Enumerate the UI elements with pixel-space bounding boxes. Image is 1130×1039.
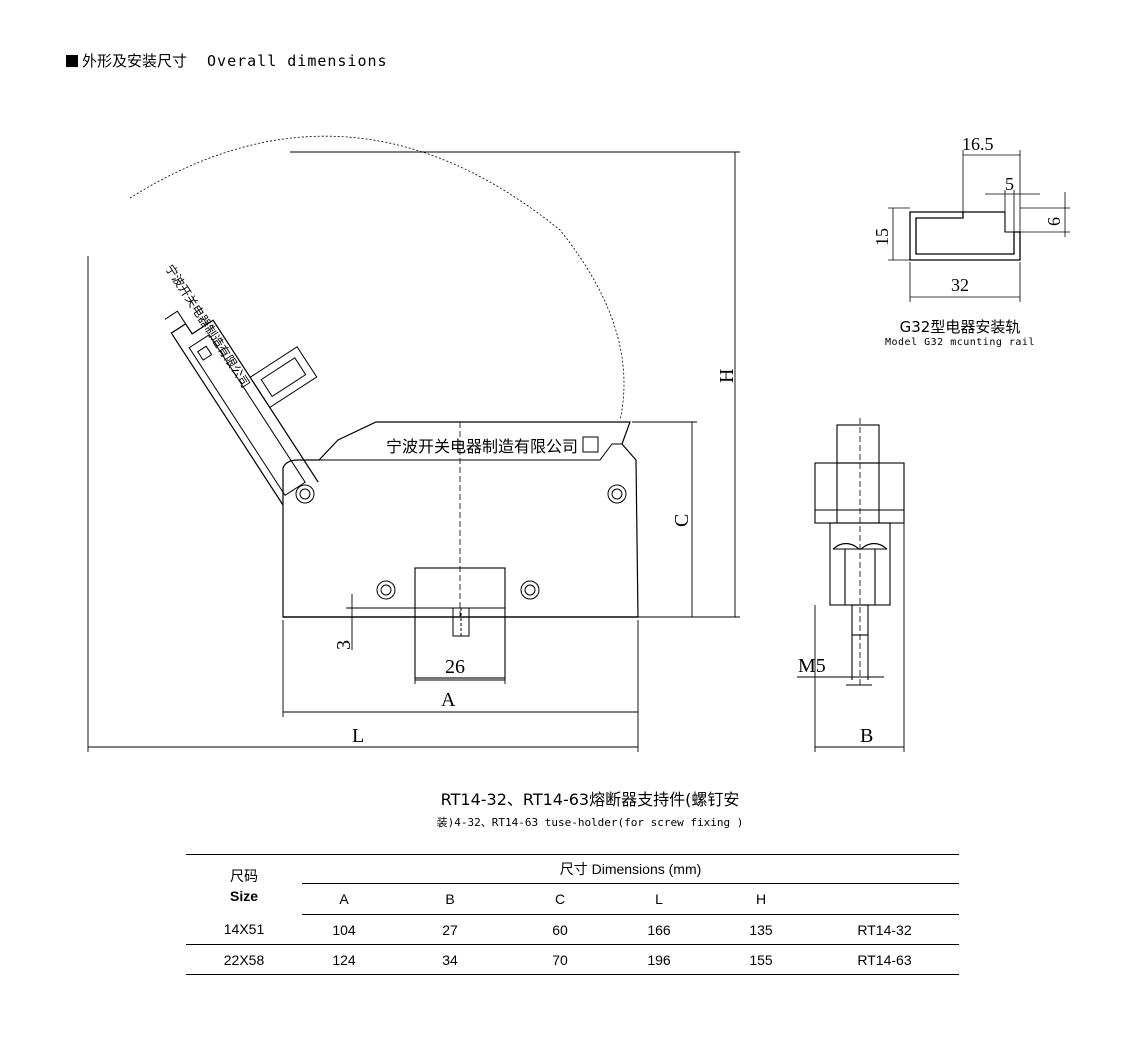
table-row: 22X58 124 34 70 196 155 RT14-63: [186, 944, 959, 975]
value-cell: 104: [302, 914, 386, 945]
rail-dim-6: 6: [1044, 217, 1064, 226]
column-header: H: [712, 883, 810, 915]
size-cell: 14X51: [186, 914, 302, 945]
rail-dim-32: 32: [951, 275, 969, 295]
value-cell: 155: [712, 944, 810, 975]
table-header-row: 尺码 Size 尺寸 Dimensions (mm): [186, 854, 959, 915]
figure-caption-line1: RT14-32、RT14-63熔断器支持件(螺钉安: [440, 790, 740, 809]
dim-H-label: H: [716, 369, 738, 383]
dimensions-header: 尺寸 Dimensions (mm): [302, 854, 959, 884]
swing-arc: [129, 135, 625, 421]
value-cell: 135: [712, 914, 810, 945]
value-cell: 60: [514, 914, 606, 945]
dim-26-label: 26: [445, 656, 465, 678]
figure-caption-line2: 装)4-32、RT14-63 tuse-holder(for screw fix…: [436, 816, 744, 829]
dim-B-label: B: [860, 725, 873, 747]
dim-A-label: A: [441, 689, 456, 711]
header-title-en: Overall dimensions: [207, 52, 388, 70]
model-cell: RT14-63: [810, 944, 959, 975]
g32-rail-dims: [888, 150, 1070, 302]
dim-C-label: C: [671, 514, 693, 527]
side-view: [797, 418, 905, 752]
value-cell: 196: [606, 944, 712, 975]
rail-caption: G32型电器安装轨 Model G32 mcunting rail: [860, 316, 1060, 348]
size-label-cn: 尺码: [230, 867, 258, 884]
figure-caption: RT14-32、RT14-63熔断器支持件(螺钉安 装)4-32、RT14-63…: [360, 786, 820, 830]
table-column-row: A B C L H: [186, 883, 959, 915]
column-header: A: [302, 883, 386, 915]
value-cell: 34: [386, 944, 514, 975]
size-label-en: Size: [229, 887, 258, 904]
section-header: 外形及安装尺寸 Overall dimensions: [66, 50, 388, 71]
dimensions-table: 尺码 Size 尺寸 Dimensions (mm) A B C L H 14X…: [186, 854, 959, 975]
size-header-cell: 尺码 Size: [186, 854, 302, 915]
size-cell: 22X58: [186, 944, 302, 975]
dim-lines: [87, 151, 740, 752]
model-cell: RT14-32: [810, 914, 959, 945]
value-cell: 27: [386, 914, 514, 945]
column-header: L: [606, 883, 712, 915]
dim-L-label: L: [352, 725, 364, 747]
rail-dim-16-5: 16.5: [962, 134, 994, 154]
dim-3-label: 3: [333, 640, 355, 650]
column-header: C: [514, 883, 606, 915]
lid-company-text: 宁波开关电器制造有限公司: [162, 261, 253, 390]
open-lid: [164, 310, 319, 506]
table-row: 14X51 104 27 60 166 135 RT14-32: [186, 914, 959, 945]
value-cell: 124: [302, 944, 386, 975]
rail-caption-cn: G32型电器安装轨: [899, 318, 1021, 336]
base-body: [282, 421, 639, 679]
header-title-cn: 外形及安装尺寸: [82, 52, 188, 70]
value-cell: 70: [514, 944, 606, 975]
value-cell: 166: [606, 914, 712, 945]
g32-rail-profile: [909, 211, 1021, 261]
dim-M5-label: M5: [798, 655, 826, 677]
square-bullet-icon: [66, 55, 78, 67]
rail-dim-15: 15: [872, 228, 892, 246]
rail-caption-en: Model G32 mcunting rail: [885, 337, 1035, 348]
column-header: B: [386, 883, 514, 915]
base-company-text: 宁波开关电器制造有限公司: [386, 438, 578, 456]
rail-dim-5: 5: [1005, 174, 1014, 194]
